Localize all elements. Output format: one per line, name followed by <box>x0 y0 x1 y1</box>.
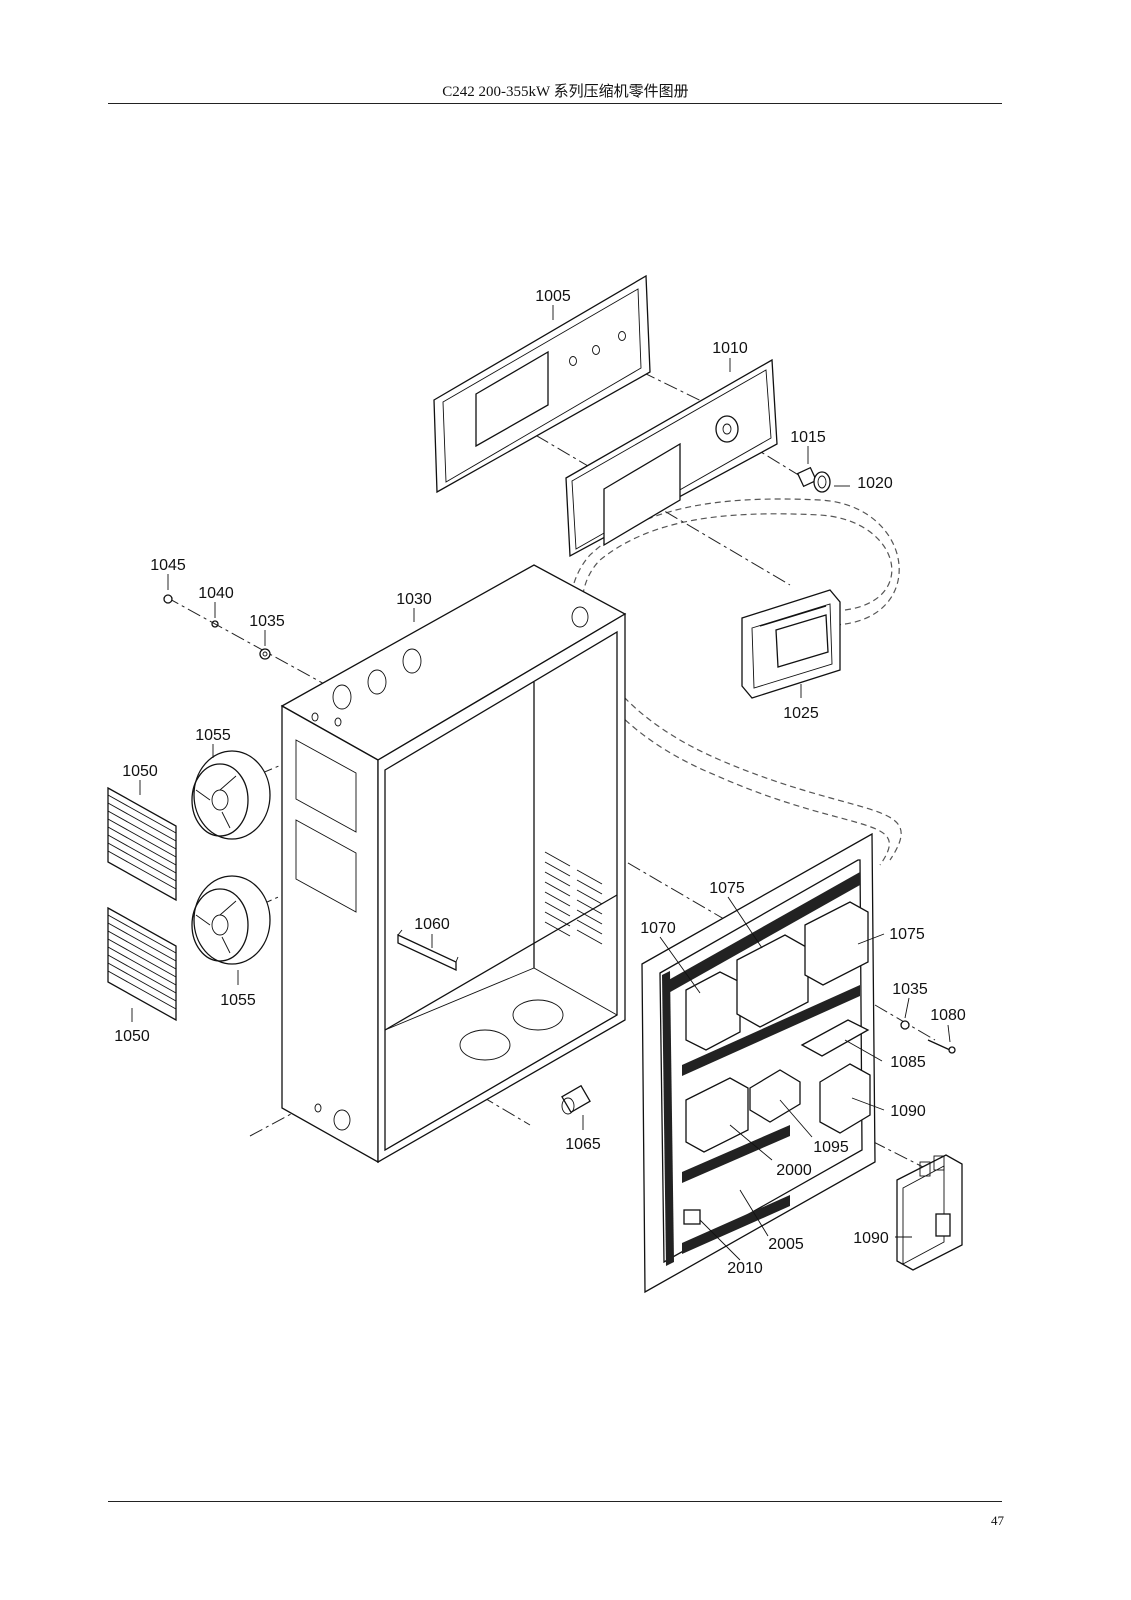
callout-1080: 1080 <box>930 1007 966 1024</box>
circuit-breaker-1090 <box>896 1154 963 1271</box>
screw-1080 <box>900 1020 956 1054</box>
callout-1060: 1060 <box>414 916 450 933</box>
fan-1055-upper <box>191 750 271 840</box>
callout-1005: 1005 <box>535 288 571 305</box>
callout-2005: 2005 <box>768 1236 804 1253</box>
callout-1035-left: 1035 <box>249 613 285 630</box>
fan-1055-lower <box>191 875 271 965</box>
page-number: 47 <box>991 1513 1004 1528</box>
callout-2000: 2000 <box>776 1162 812 1179</box>
callout-1055-upper: 1055 <box>195 727 231 744</box>
callout-1045: 1045 <box>150 557 186 574</box>
callout-1050-lower: 1050 <box>114 1028 150 1045</box>
callout-1090-lower: 1090 <box>853 1230 889 1247</box>
callout-1015: 1015 <box>790 429 826 446</box>
filter-grille-1050-lower <box>107 906 177 1022</box>
callout-1065: 1065 <box>565 1136 601 1153</box>
hardware-washers <box>163 594 271 660</box>
vent-slots <box>544 851 603 945</box>
callout-1020: 1020 <box>857 475 893 492</box>
callout-1085: 1085 <box>890 1054 926 1071</box>
busbar-1060 <box>397 929 459 972</box>
controller-1025 <box>741 589 841 699</box>
mounting-plate <box>641 832 876 1294</box>
leader-lines <box>131 305 951 1261</box>
callout-1095: 1095 <box>813 1139 849 1156</box>
callout-1075-upper: 1075 <box>709 880 745 897</box>
cabinet-1030 <box>280 564 627 1164</box>
front-frame-1005 <box>433 274 651 494</box>
callout-1075-right: 1075 <box>889 926 925 943</box>
callout-1055-lower: 1055 <box>220 992 256 1009</box>
callout-1070: 1070 <box>640 920 676 937</box>
membrane-panel-1010 <box>565 358 778 558</box>
page-header-title: C242 200-355kW 系列压缩机零件图册 <box>442 84 689 100</box>
emergency-button-1015 <box>796 466 831 493</box>
callout-1040: 1040 <box>198 585 234 602</box>
callout-1090-upper: 1090 <box>890 1103 926 1120</box>
filter-grille-1050-upper <box>107 786 177 902</box>
cable-gland-1065 <box>561 1084 591 1115</box>
callout-1050-upper: 1050 <box>122 763 158 780</box>
cable-loop <box>569 498 902 866</box>
callout-1035-right: 1035 <box>892 981 928 998</box>
callout-2010: 2010 <box>727 1260 763 1277</box>
callout-1025: 1025 <box>783 705 819 722</box>
callout-1010: 1010 <box>712 340 748 357</box>
header-rule <box>108 103 1002 104</box>
footer-rule <box>108 1501 1002 1502</box>
callout-1030: 1030 <box>396 591 432 608</box>
